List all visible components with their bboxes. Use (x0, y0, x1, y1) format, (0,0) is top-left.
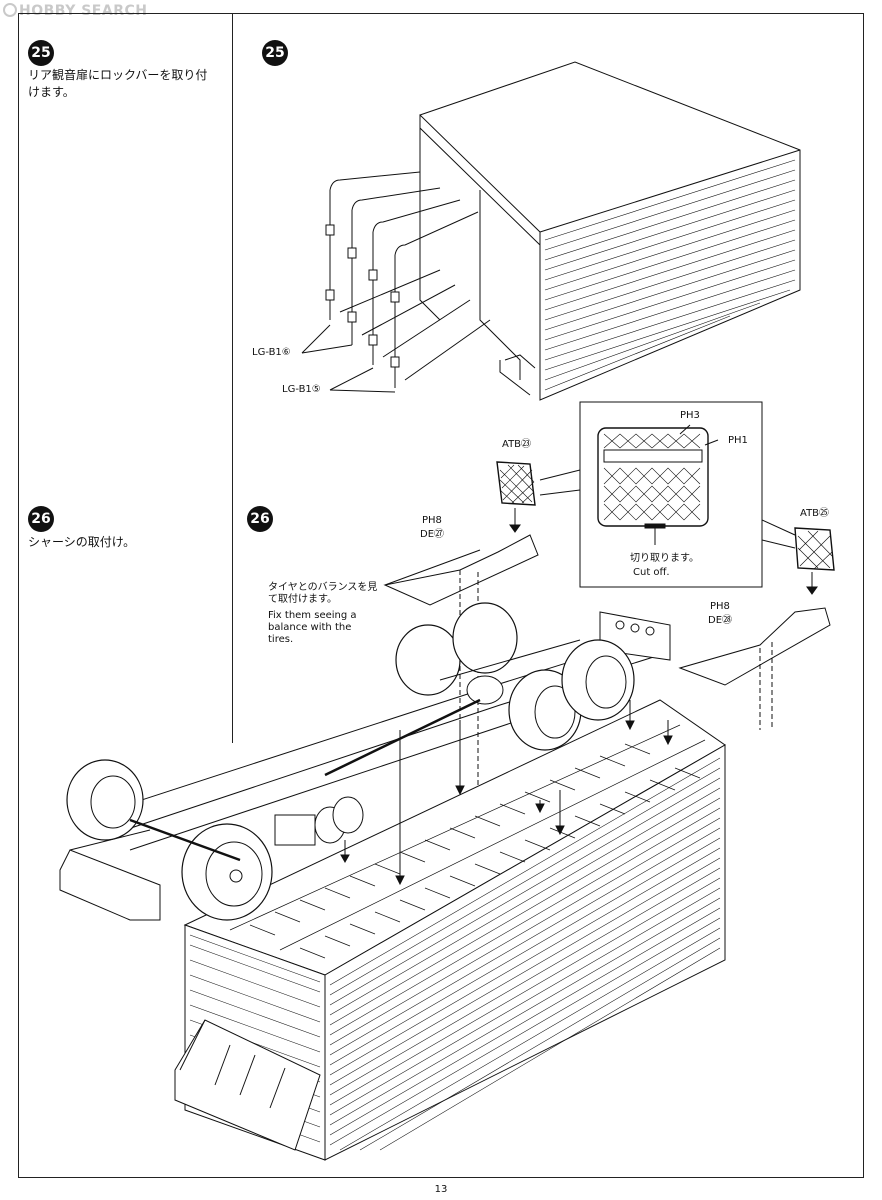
mud-flap-left-drawing (497, 462, 535, 532)
chassis-drawing (60, 603, 670, 920)
placement-arrows (341, 700, 672, 884)
label-ph3: PH3 (680, 410, 700, 421)
cut-off-note-jp: 切り取ります。 (630, 553, 699, 564)
label-atb-25: ATB㉕ (800, 508, 830, 519)
column-divider (232, 13, 233, 743)
watermark: HOBBY SEARCH (3, 3, 147, 19)
fender-right-drawing (680, 608, 830, 730)
step-25-instruction: リア観音扉にロックバーを取り付けます。 (28, 68, 208, 99)
label-ph1: PH1 (728, 435, 748, 446)
container-rear-drawing (420, 62, 800, 400)
page-number: 13 (434, 1184, 448, 1195)
container-body-drawing (175, 700, 725, 1160)
detail-panel-drawing (598, 425, 718, 545)
callout-lg-b1-6: LG-B1⑥ (252, 347, 291, 358)
callout-lg-b1-5: LG-B1⑤ (282, 384, 321, 395)
hobby-search-logo-icon (3, 3, 17, 17)
lock-bars-drawing (302, 172, 490, 392)
label-de-27: DE㉗ (420, 529, 445, 540)
label-de-28: DE㉘ (708, 615, 733, 626)
diagram-26-number-badge: 26 (247, 506, 273, 532)
label-ph8-right: PH8 (710, 601, 730, 612)
label-ph8-left: PH8 (422, 515, 442, 526)
balance-note-jp: タイヤとのバランスを見て取付けます。 (268, 582, 378, 605)
diagram-25-number-badge: 25 (262, 40, 288, 66)
step-25-number-badge: 25 (28, 40, 54, 66)
balance-note-en: Fix them seeing a balance with the tires… (268, 610, 357, 645)
cut-off-note-en: Cut off. (633, 567, 670, 578)
mud-flap-right-drawing (795, 528, 834, 594)
page-frame (18, 13, 864, 1178)
label-atb-23: ATB㉓ (502, 439, 532, 450)
step-26-number-badge: 26 (28, 506, 54, 532)
step-26-instruction: シャーシの取付け。 (28, 535, 136, 549)
